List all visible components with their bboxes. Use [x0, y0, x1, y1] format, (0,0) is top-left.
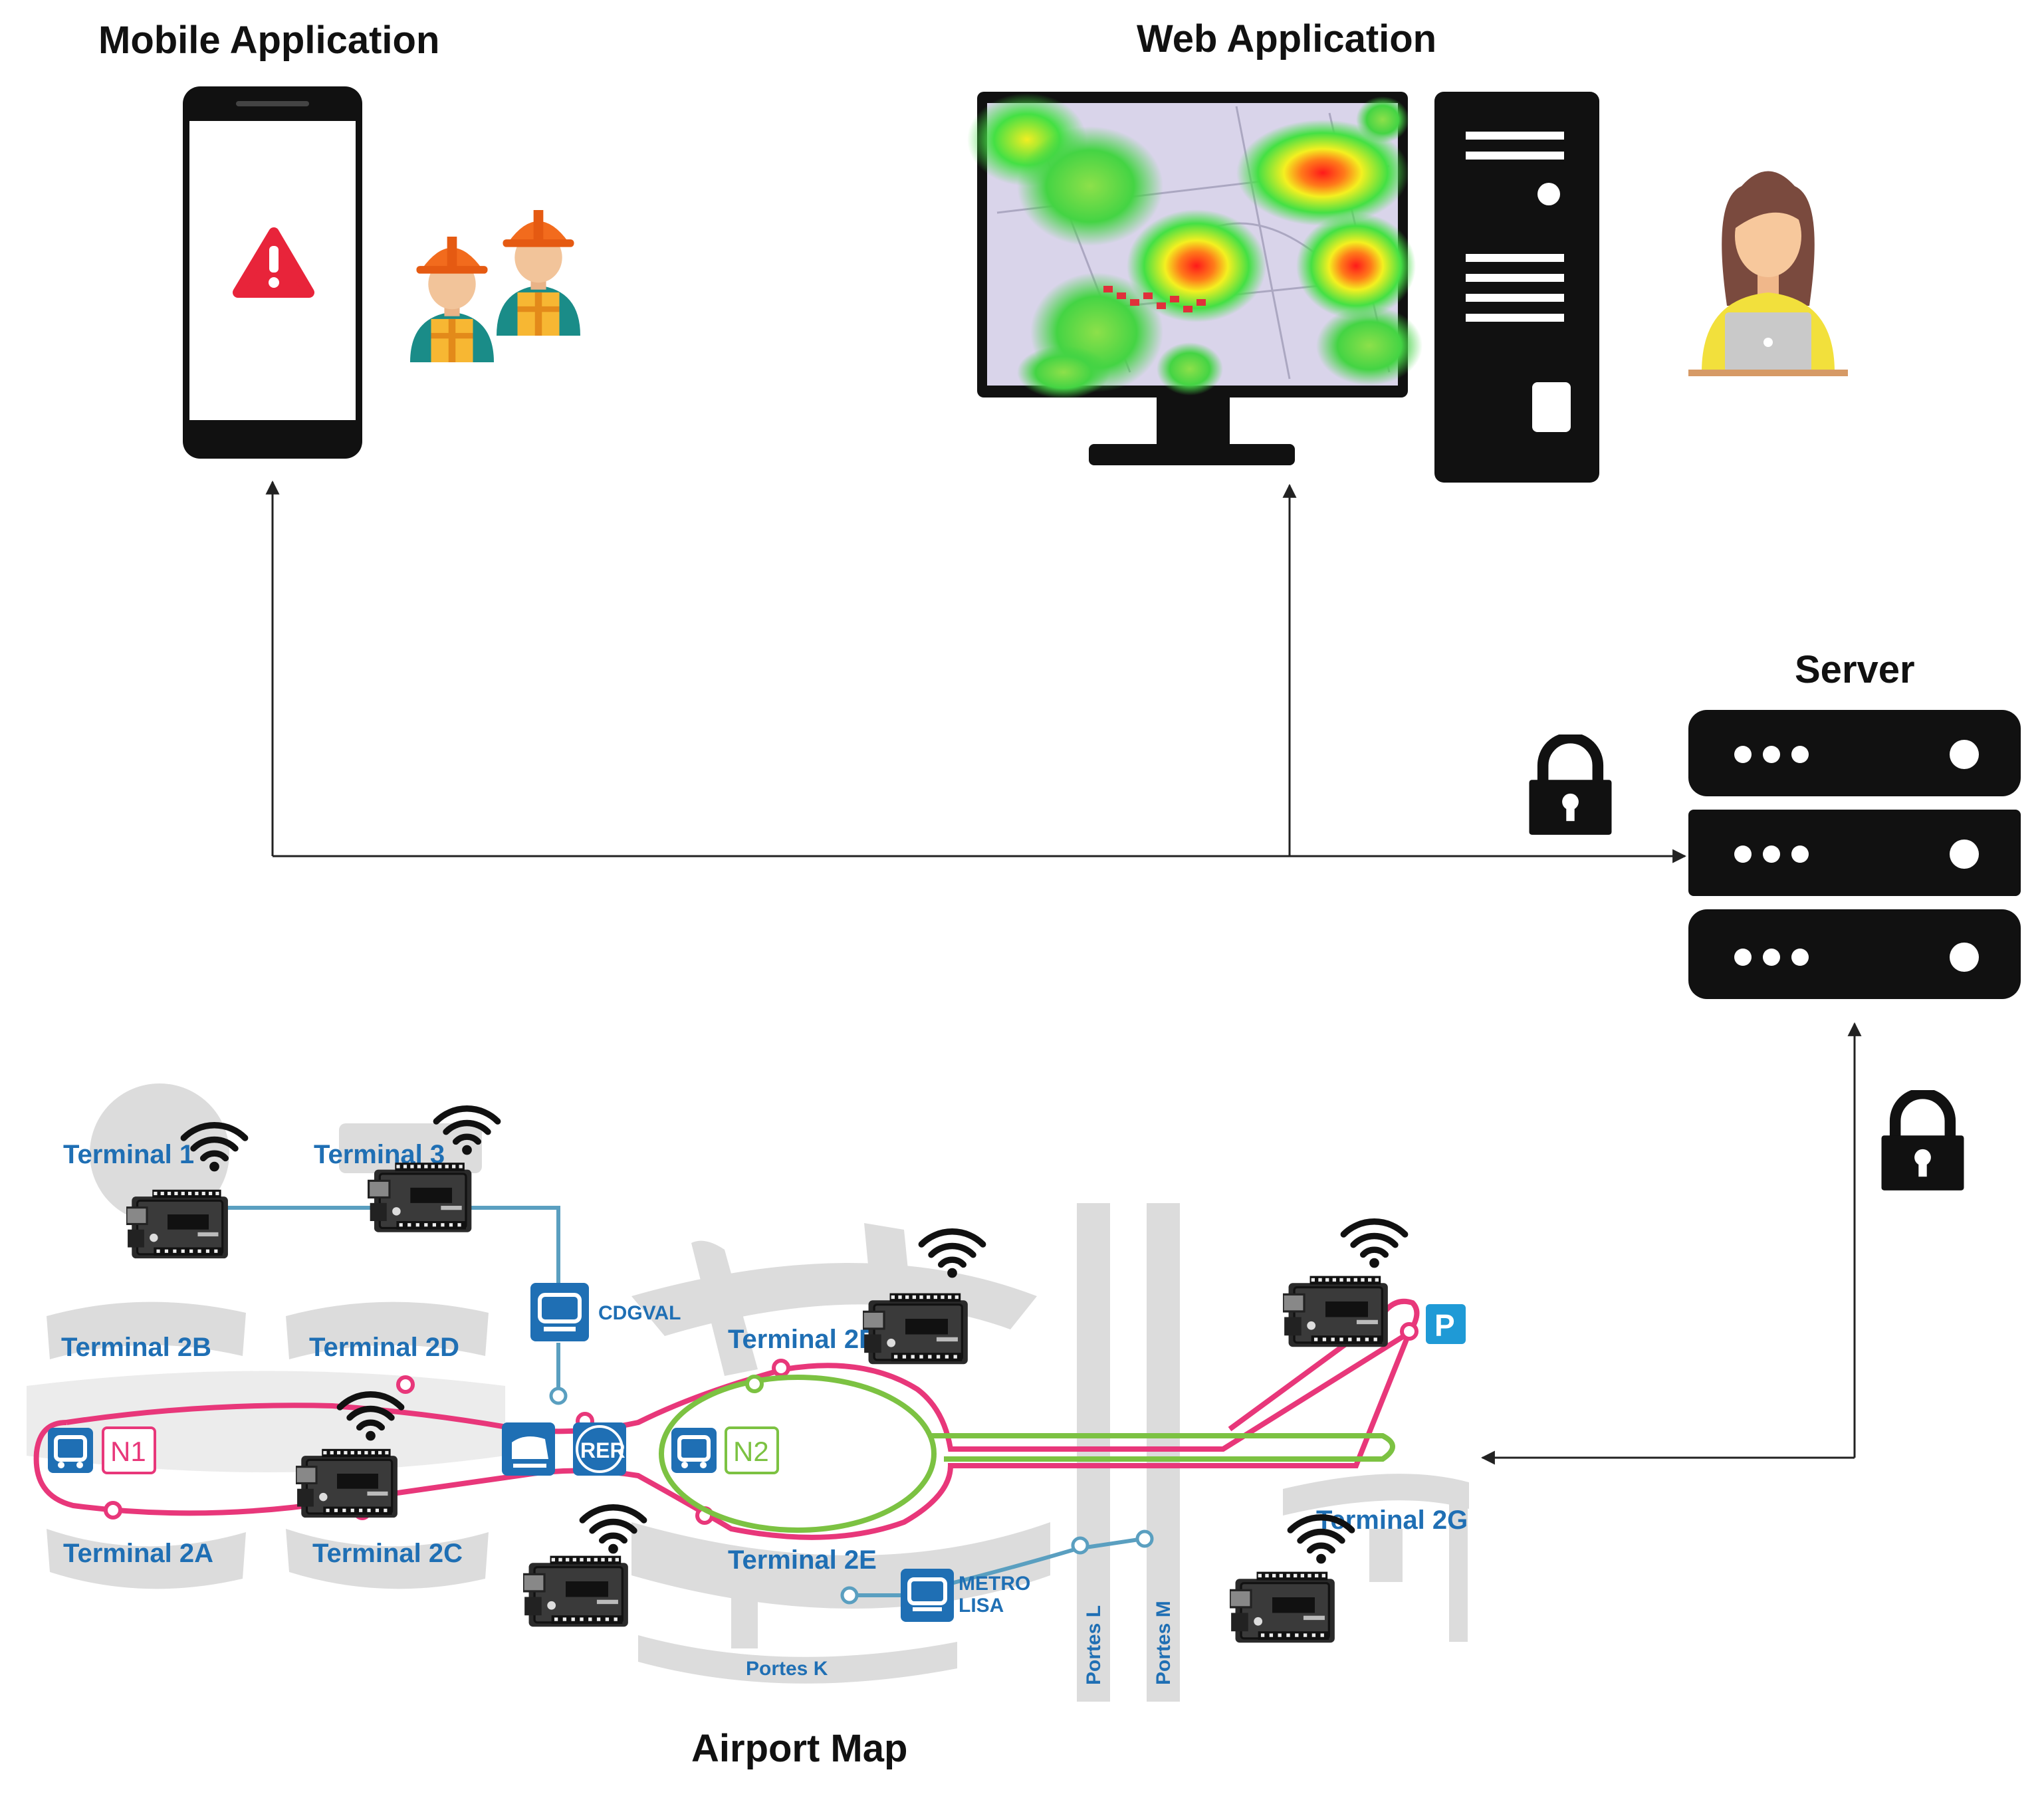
heatmap-screen	[967, 93, 1422, 399]
lock-icon-upper	[1530, 738, 1612, 835]
lock-icon-lower	[1882, 1093, 1964, 1190]
desktop-monitor-icon	[967, 92, 1422, 465]
n2-label: N2	[733, 1436, 769, 1467]
board-icon	[863, 1292, 969, 1365]
n1-badge: N1	[102, 1426, 156, 1474]
board-icon	[368, 1161, 473, 1234]
bus-icon-n2	[671, 1428, 717, 1473]
terminal-2a-label: Terminal 2A	[63, 1539, 213, 1568]
mobile-app-title: Mobile Application	[98, 19, 439, 62]
sensor-node-parking	[1283, 1222, 1405, 1348]
portes-k-label: Portes K	[746, 1658, 828, 1680]
terminal-2f-label: Terminal 2F	[728, 1325, 875, 1354]
cdgval-station: CDGVAL	[530, 1283, 681, 1341]
connector-lines	[265, 480, 1862, 1465]
terminal-2b-label: Terminal 2B	[61, 1333, 211, 1362]
portes-m-label: Portes M	[1153, 1601, 1175, 1685]
lisa-label: LISA	[959, 1595, 1004, 1617]
metro-label: METRO	[959, 1573, 1030, 1595]
mobile-phone-icon	[183, 86, 362, 459]
sensor-node-t2g	[1230, 1518, 1352, 1644]
alert-icon	[233, 227, 314, 298]
board-icon	[1230, 1570, 1336, 1644]
terminal-2d-label: Terminal 2D	[309, 1333, 459, 1362]
sensor-node-t2e	[523, 1508, 644, 1628]
server-title: Server	[1795, 648, 1915, 691]
train-icon	[502, 1422, 555, 1476]
terminal-2c-label: Terminal 2C	[312, 1539, 463, 1568]
portes-l-label: Portes L	[1083, 1605, 1105, 1685]
web-app-title: Web Application	[1137, 17, 1436, 60]
metro-lisa-station: METRO LISA	[901, 1569, 1030, 1622]
board-icon	[126, 1188, 229, 1260]
airport-map: N1 RER N2 CDGVAL	[27, 1083, 1469, 1702]
board-icon	[523, 1554, 629, 1628]
terminal-1-label: Terminal 1	[63, 1140, 194, 1169]
terminal-2e-label: Terminal 2E	[728, 1545, 877, 1575]
board-icon	[296, 1448, 399, 1519]
wifi-icon	[1343, 1222, 1405, 1268]
cdgval-label: CDGVAL	[598, 1302, 681, 1324]
rer-label: RER	[580, 1438, 625, 1462]
parking-badge: P	[1426, 1304, 1466, 1344]
parking-label: P	[1434, 1308, 1455, 1343]
n2-badge: N2	[725, 1426, 779, 1474]
web-user-icon	[1688, 171, 1848, 376]
airport-map-title: Airport Map	[691, 1727, 907, 1770]
n1-label: N1	[110, 1436, 146, 1467]
pc-tower-icon	[1434, 92, 1599, 483]
board-icon	[1283, 1274, 1389, 1348]
workers-icon	[410, 210, 580, 362]
rer-badge: RER	[573, 1422, 626, 1476]
server-rack-icon	[1688, 710, 2021, 999]
bus-icon-n1	[48, 1428, 93, 1473]
